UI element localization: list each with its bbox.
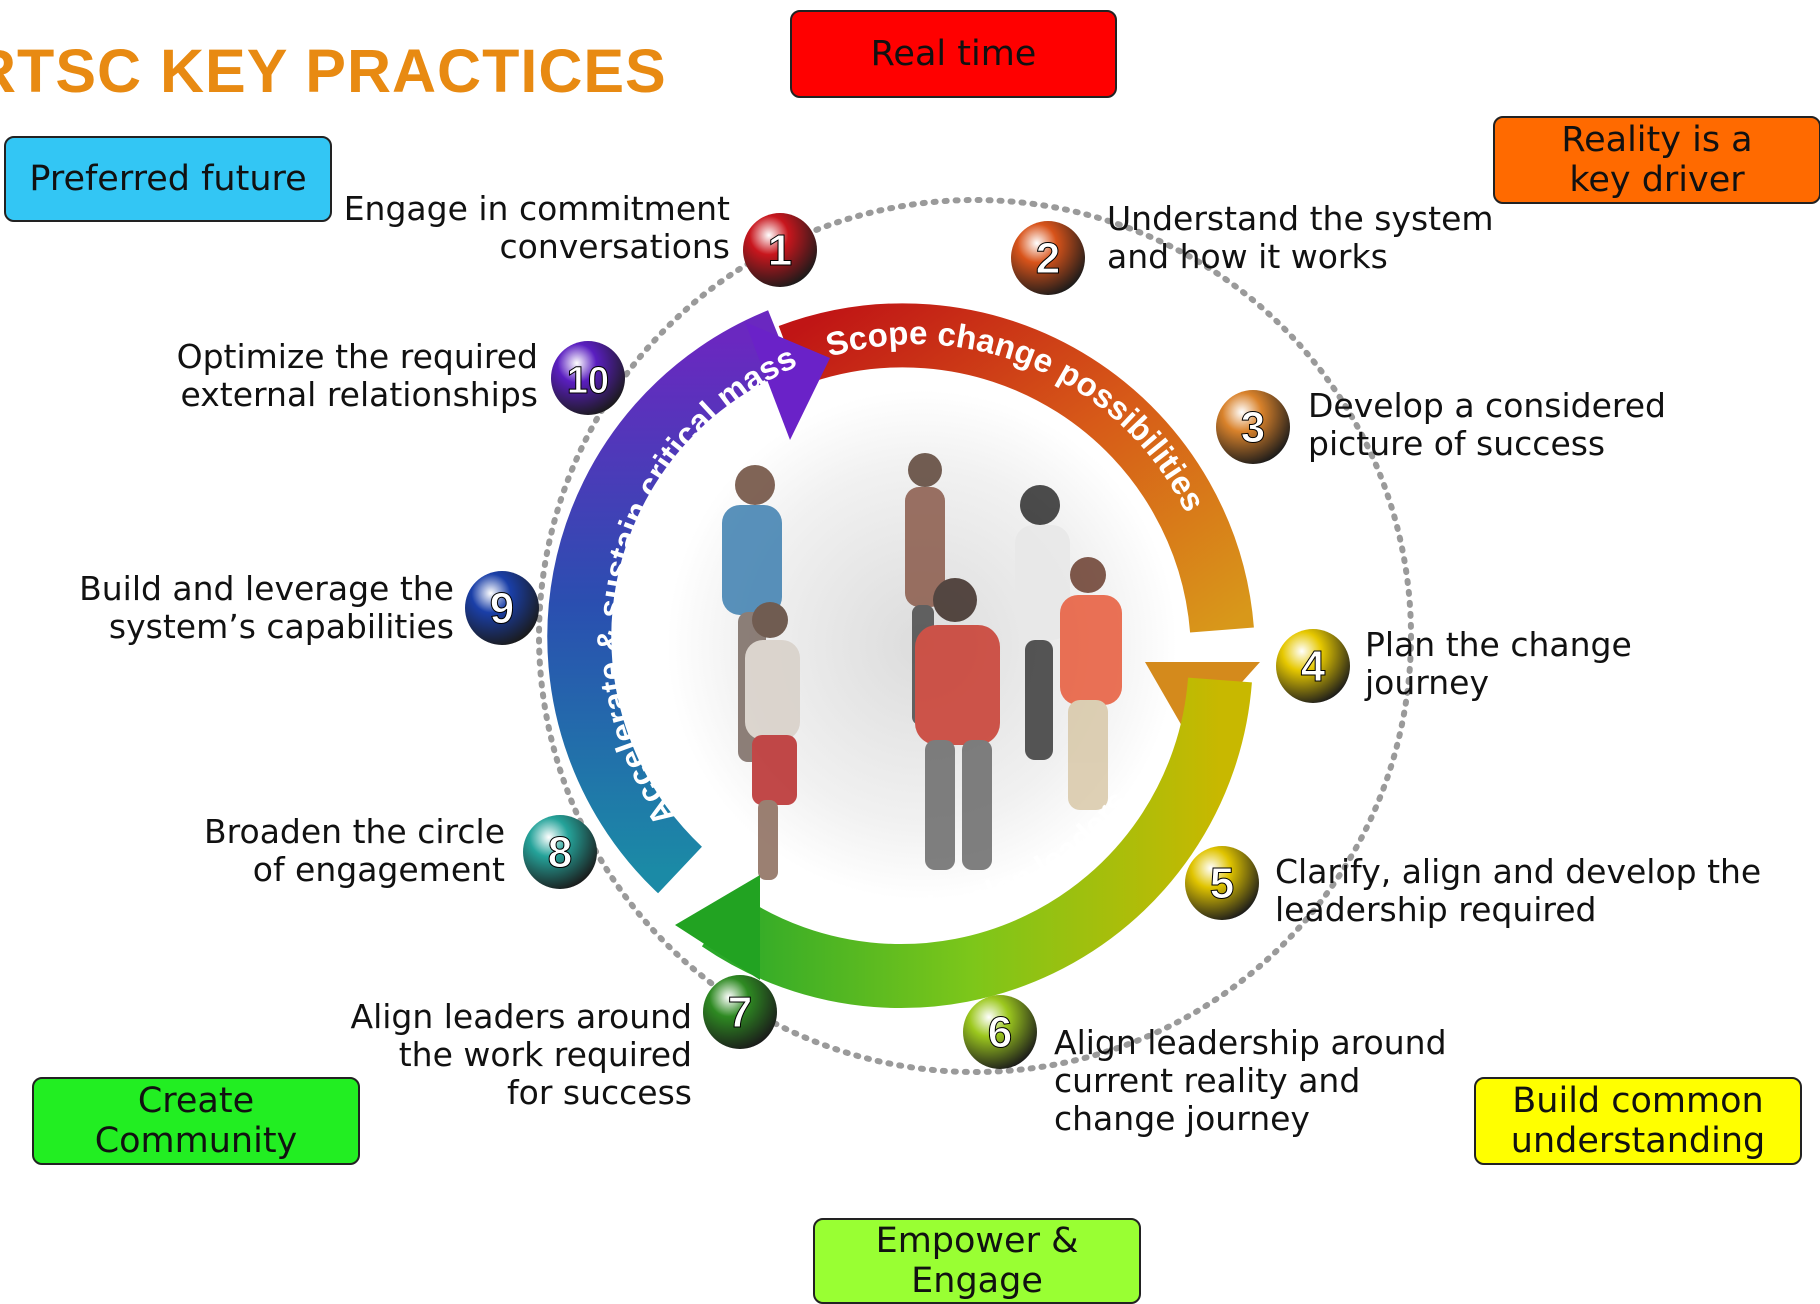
practice-ball-number: 8 — [548, 828, 572, 877]
practice-5-line2: leadership required — [1275, 890, 1597, 929]
practice-8-label: Broaden the circle of engagement — [105, 813, 505, 889]
practice-2-line2: and how it works — [1107, 237, 1388, 276]
preferred-future-box: Preferred future — [4, 136, 332, 222]
practice-ball-3: 3 — [1216, 390, 1290, 464]
build-common-line1: Build common — [1512, 1081, 1764, 1121]
practice-ball-2: 2 — [1011, 221, 1085, 295]
build-common-line2: understanding — [1510, 1121, 1766, 1161]
practice-balls: 1 2 3 4 5 6 7 8 9 10 — [465, 213, 1350, 1069]
practice-ball-circle — [1276, 629, 1350, 703]
preferred-future-label: Preferred future — [29, 159, 307, 199]
practice-10-line1: Optimize the required — [176, 337, 538, 376]
empower-engage-box: Empower & Engage — [813, 1218, 1141, 1304]
practice-6-label: Align leadership around current reality … — [1054, 1024, 1447, 1138]
practice-10-line2: external relationships — [180, 375, 538, 414]
practice-8-line1: Broaden the circle — [204, 812, 505, 851]
practice-ball-7: 7 — [703, 975, 777, 1049]
practice-6-line2: current reality and — [1054, 1061, 1361, 1100]
practice-2-label: Understand the system and how it works — [1107, 200, 1494, 276]
practice-ball-5: 5 — [1185, 846, 1259, 920]
practice-5-line1: Clarify, align and develop the — [1275, 852, 1762, 891]
arc-scope — [778, 303, 1254, 633]
practice-ball-8: 8 — [523, 815, 597, 889]
arc-align-arrowhead — [675, 875, 760, 980]
practice-4-line1: Plan the change — [1365, 625, 1632, 664]
practice-ball-10: 10 — [551, 341, 625, 415]
empower-engage-line1: Empower & — [875, 1221, 1079, 1261]
practice-10-label: Optimize the required external relations… — [138, 338, 538, 414]
empower-engage-line2: Engage — [911, 1261, 1043, 1301]
create-community-line1: Create — [137, 1081, 255, 1121]
practice-ball-number: 10 — [567, 360, 609, 402]
practice-ball-circle — [963, 995, 1037, 1069]
create-community-box: Create Community — [32, 1077, 360, 1165]
practice-3-line2: picture of success — [1308, 424, 1606, 463]
practice-ball-circle — [1216, 390, 1290, 464]
practice-7-line1: Align leaders around — [350, 997, 693, 1036]
practice-9-line1: Build and leverage the — [79, 569, 454, 608]
practice-6-line1: Align leadership around — [1054, 1023, 1447, 1062]
practice-3-line1: Develop a considered — [1308, 386, 1667, 425]
practice-ball-number: 6 — [988, 1008, 1012, 1057]
practice-3-label: Develop a considered picture of success — [1308, 387, 1666, 463]
practice-ball-number: 4 — [1301, 642, 1326, 691]
practice-ball-6: 6 — [963, 995, 1037, 1069]
dancer-figures — [722, 453, 1122, 880]
practice-7-line2: the work required — [398, 1035, 692, 1074]
practice-1-label: Engage in commitment conversations — [330, 190, 730, 266]
practice-1-line1: Engage in commitment — [343, 189, 730, 228]
practice-ball-number: 3 — [1241, 403, 1265, 452]
practice-ball-circle — [551, 341, 625, 415]
reality-driver-line2: key driver — [1569, 160, 1745, 200]
practice-4-label: Plan the change journey — [1365, 626, 1632, 702]
arc-accel-arrowhead — [745, 322, 830, 440]
page-title: RTSC KEY PRACTICES — [0, 37, 667, 105]
practice-ball-number: 9 — [490, 584, 514, 633]
practice-ball-1: 1 — [743, 213, 817, 287]
practice-ball-circle — [1011, 221, 1085, 295]
practice-ball-4: 4 — [1276, 629, 1350, 703]
practice-9-line2: system’s capabilities — [108, 607, 454, 646]
arc-align — [701, 677, 1252, 1009]
practice-ball-circle — [703, 975, 777, 1049]
practice-9-label: Build and leverage the system’s capabili… — [54, 570, 454, 646]
arc-accel — [547, 310, 793, 894]
cycle-arcs — [547, 303, 1260, 1009]
practice-ball-number: 1 — [768, 226, 792, 275]
practice-8-line2: of engagement — [252, 850, 505, 889]
real-time-box: Real time — [790, 10, 1117, 98]
center-photo — [667, 390, 1177, 900]
practice-ball-circle — [1185, 846, 1259, 920]
reality-driver-box: Reality is a key driver — [1493, 116, 1820, 204]
real-time-label: Real time — [870, 34, 1037, 74]
practice-6-line3: change journey — [1054, 1099, 1310, 1138]
practice-5-label: Clarify, align and develop the leadershi… — [1275, 853, 1761, 929]
practice-7-line3: for success — [507, 1073, 692, 1112]
practice-ball-circle — [465, 571, 539, 645]
practice-4-line2: journey — [1365, 663, 1490, 702]
practice-ball-number: 5 — [1210, 859, 1234, 908]
practice-ball-circle — [743, 213, 817, 287]
create-community-line2: Community — [94, 1121, 298, 1161]
practice-ball-9: 9 — [465, 571, 539, 645]
dotted-cycle-path — [536, 197, 1414, 1075]
practice-7-label: Align leaders around the work required f… — [292, 997, 693, 1112]
practice-ball-number: 7 — [728, 988, 752, 1037]
practice-ball-number: 2 — [1036, 234, 1060, 283]
build-common-box: Build common understanding — [1474, 1077, 1802, 1165]
practice-ball-circle — [523, 815, 597, 889]
practice-1-line2: conversations — [499, 227, 730, 266]
practice-2-line1: Understand the system — [1107, 199, 1494, 238]
reality-driver-line1: Reality is a — [1561, 120, 1753, 160]
